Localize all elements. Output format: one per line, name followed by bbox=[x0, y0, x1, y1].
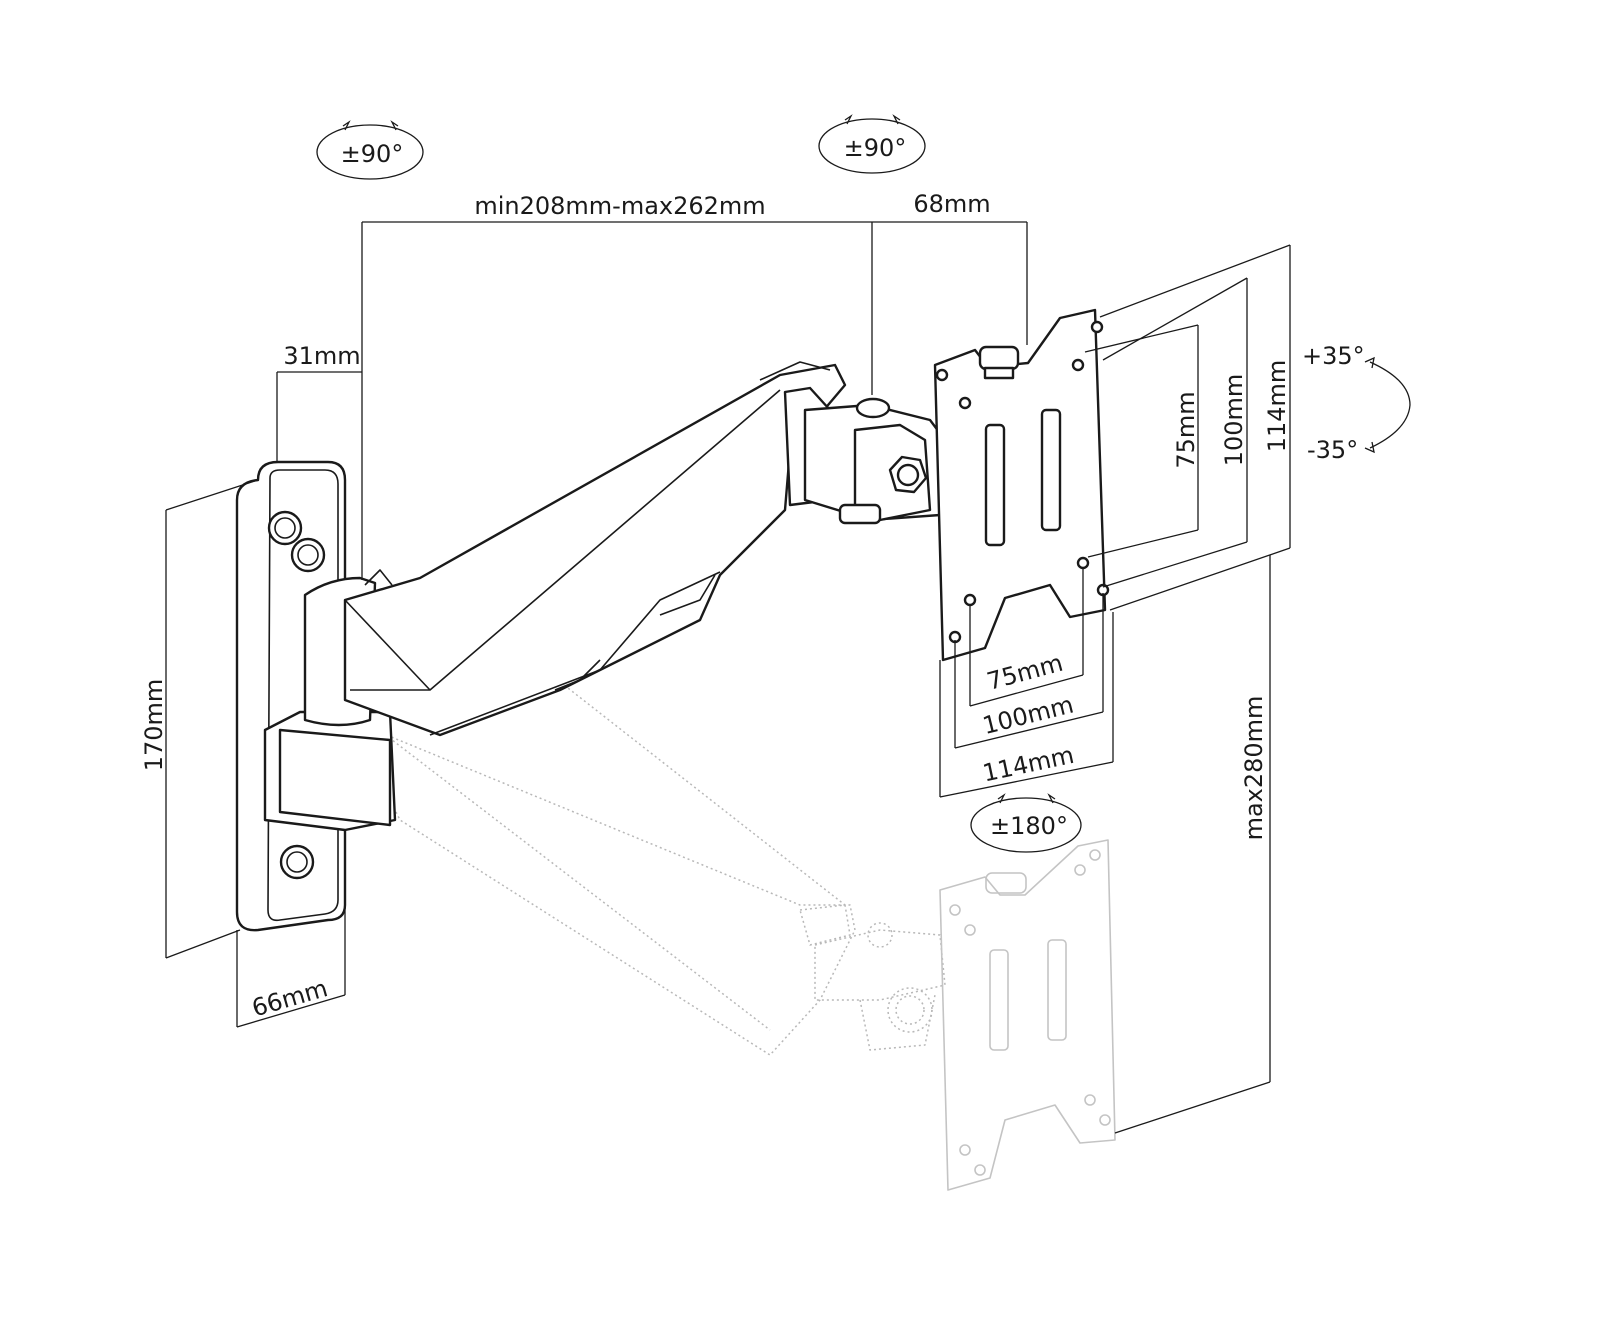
rotation-head-swivel: ±90° bbox=[818, 114, 926, 174]
vesa-horizontal-75-label: 75mm bbox=[984, 649, 1066, 696]
rotation-wall-swivel: ±90° bbox=[316, 120, 424, 180]
vesa-vertical-114-label: 114mm bbox=[1263, 360, 1291, 453]
tilt-up-label: +35° bbox=[1302, 342, 1365, 370]
main-arm bbox=[343, 361, 847, 737]
wall-swivel-label: ±90° bbox=[341, 140, 404, 168]
plate-height-label: 170mm bbox=[140, 679, 168, 772]
ghost-vesa-plate bbox=[939, 839, 1116, 1191]
head-joint bbox=[783, 386, 947, 525]
head-depth-label: 68mm bbox=[913, 190, 990, 218]
plate-width-label: 66mm bbox=[249, 974, 331, 1022]
plate-offset-label: 31mm bbox=[283, 342, 360, 370]
vesa-horizontal-100-label: 100mm bbox=[980, 690, 1077, 740]
vesa-vertical-100-label: 100mm bbox=[1220, 374, 1248, 467]
arm-reach-label: min208mm-max262mm bbox=[474, 192, 765, 220]
head-swivel-label: ±90° bbox=[844, 134, 907, 162]
rotation-head-rotation: ±180° bbox=[970, 793, 1082, 853]
vesa-vertical-75-label: 75mm bbox=[1172, 391, 1200, 468]
vesa-horizontal-114-label: 114mm bbox=[980, 741, 1076, 788]
max-drop-label: max280mm bbox=[1240, 696, 1268, 841]
head-rotation-label: ±180° bbox=[990, 812, 1068, 840]
vesa-plate bbox=[933, 308, 1110, 662]
rotation-tilt: +35° -35° bbox=[1302, 342, 1411, 464]
dimension-lines bbox=[165, 221, 1291, 1134]
tilt-down-label: -35° bbox=[1307, 436, 1358, 464]
